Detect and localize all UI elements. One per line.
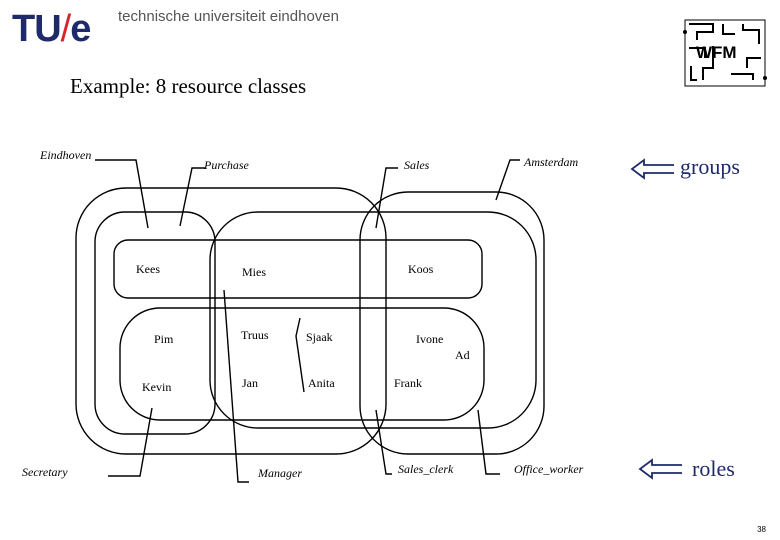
connector-office-worker [477, 409, 500, 475]
divider-1 [295, 317, 305, 393]
connector-purchase [179, 167, 205, 227]
resource-sjaak: Sjaak [306, 330, 333, 344]
group-sales-box [209, 211, 537, 429]
group-label-eindhoven: Eindhoven [40, 148, 92, 162]
resource-koos: Koos [408, 262, 434, 276]
connector-secretary [108, 407, 153, 477]
resource-mies: Mies [242, 265, 266, 279]
resource-truus: Truus [241, 328, 269, 342]
role-manager-box [113, 239, 483, 299]
group-label-sales: Sales [404, 158, 430, 172]
connector-amsterdam [495, 159, 520, 201]
legend-roles-label: roles [692, 456, 735, 481]
role-label-sales-clerk: Sales_clerk [398, 462, 454, 476]
page-title: Example: 8 resource classes [70, 74, 307, 98]
resource-ad: Ad [455, 348, 470, 362]
resource-frank: Frank [394, 376, 422, 390]
resource-kevin: Kevin [142, 380, 172, 394]
connector-sales-clerk [375, 409, 392, 475]
connector-manager [223, 289, 249, 483]
group-eindhoven-box [75, 187, 387, 455]
resource-pim: Pim [154, 332, 174, 346]
role-label-manager: Manager [258, 466, 302, 480]
resource-anita: Anita [308, 376, 335, 390]
resource-jan: Jan [242, 376, 258, 390]
legend-groups-label: groups [680, 154, 740, 179]
resource-kees: Kees [136, 262, 160, 276]
connector-eindhoven [95, 159, 149, 229]
roles-arrow-icon [638, 458, 682, 480]
wfm-logo: WFM [683, 19, 767, 87]
role-office-worker-box [119, 307, 485, 421]
group-amsterdam-box [359, 191, 545, 455]
group-label-purchase: Purchase [204, 158, 249, 172]
role-label-office-worker: Office_worker [514, 462, 584, 476]
tue-logo: TU/e [12, 8, 91, 50]
wfm-badge-text: WFM [696, 43, 737, 62]
university-name: technische universiteit eindhoven [118, 8, 339, 25]
groups-arrow-icon [630, 158, 674, 180]
page-number: 38 [757, 525, 766, 534]
resource-ivone: Ivone [416, 332, 444, 346]
logo-slash: / [60, 8, 72, 50]
role-label-secretary: Secretary [22, 465, 68, 479]
group-label-amsterdam: Amsterdam [524, 155, 579, 169]
connector-sales [375, 167, 398, 229]
group-purchase-box [94, 211, 216, 435]
